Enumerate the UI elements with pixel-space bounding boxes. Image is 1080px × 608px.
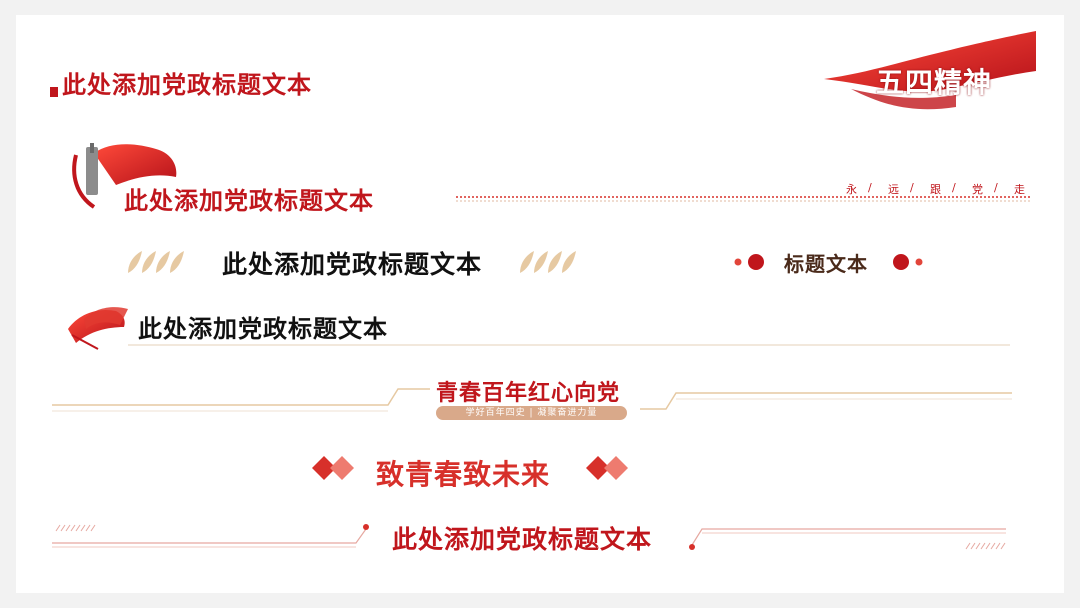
row6-decoration xyxy=(76,456,866,480)
title-row4: 此处添加党政标题文本 xyxy=(138,314,388,343)
title-row7: 此处添加党政标题文本 xyxy=(392,525,653,554)
slide: 此处添加党政标题文本 五四精神 此处添加党政标题文本 永 / 远 / 跟 / 党… xyxy=(16,15,1064,593)
row7-decoration xyxy=(52,524,1006,550)
motto-sep-1: / xyxy=(868,181,872,194)
title-row1: 此处添加党政标题文本 xyxy=(62,70,312,99)
motto-char-5: 走 xyxy=(1014,183,1025,196)
title-row5: 青春百年红心向党 xyxy=(436,380,621,406)
motto-sep-2: / xyxy=(910,181,914,194)
title-row2: 此处添加党政标题文本 xyxy=(124,186,374,215)
row2-decoration xyxy=(72,143,1030,209)
wusi-badge: 五四精神 xyxy=(876,66,993,99)
motto-sep-4: / xyxy=(994,181,998,194)
title-row3-short: 标题文本 xyxy=(784,252,868,276)
row3-decoration xyxy=(50,251,923,273)
row5-decoration xyxy=(52,388,1012,412)
motto-char-4: 党 xyxy=(972,183,983,196)
title-row6: 致青春致未来 xyxy=(376,458,551,491)
motto-sep-3: / xyxy=(952,181,956,194)
row1-decoration xyxy=(50,31,1036,110)
motto-char-1: 永 xyxy=(846,183,857,196)
title-row3: 此处添加党政标题文本 xyxy=(222,250,483,279)
row4-decoration xyxy=(68,307,1010,350)
motto-char-3: 跟 xyxy=(930,183,941,196)
motto-char-2: 远 xyxy=(888,183,899,196)
decorations xyxy=(50,31,1036,550)
subtitle-pill: 学好百年四史 | 凝聚奋进力量 xyxy=(436,406,627,420)
